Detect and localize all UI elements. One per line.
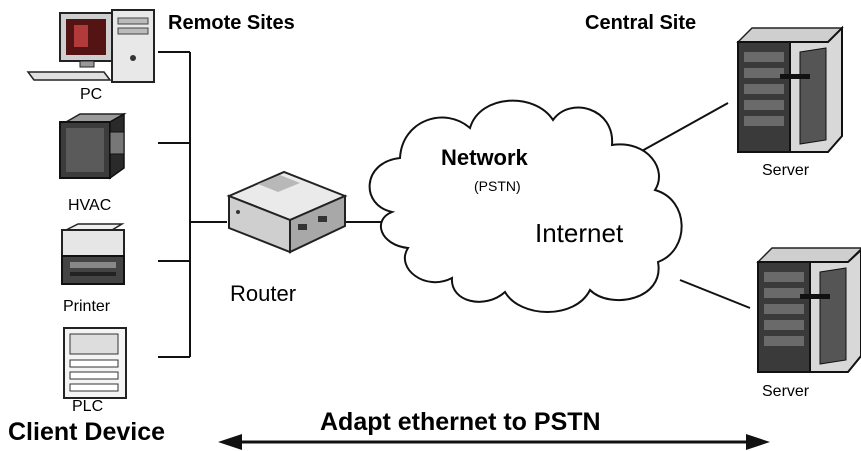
server-icon bbox=[736, 25, 844, 153]
cloud-icon bbox=[368, 99, 683, 313]
adapt-arrow bbox=[218, 434, 770, 450]
connections bbox=[158, 51, 751, 358]
hvac-icon bbox=[59, 112, 127, 180]
plc-icon bbox=[63, 327, 127, 399]
pc-label: PC bbox=[80, 86, 103, 103]
server-label-1: Server bbox=[762, 162, 810, 179]
adapt-heading: Adapt ethernet to PSTN bbox=[320, 408, 601, 436]
router-label: Router bbox=[230, 281, 297, 306]
router-icon bbox=[226, 170, 348, 254]
pstn-label: (PSTN) bbox=[474, 178, 521, 194]
server-label-2: Server bbox=[762, 383, 810, 400]
pc-icon bbox=[26, 9, 155, 83]
cloud-server2-link bbox=[679, 279, 751, 309]
printer-label: Printer bbox=[63, 298, 111, 315]
hvac-label: HVAC bbox=[68, 197, 112, 214]
central-site-heading: Central Site bbox=[585, 12, 697, 34]
internet-label: Internet bbox=[535, 218, 624, 248]
plc-label: PLC bbox=[72, 398, 104, 415]
server-icon bbox=[756, 247, 861, 373]
printer-icon bbox=[61, 223, 125, 285]
remote-sites-heading: Remote Sites bbox=[168, 12, 295, 34]
network-label: Network bbox=[441, 145, 528, 170]
client-device-heading: Client Device bbox=[8, 418, 166, 446]
cloud-server1-link bbox=[639, 102, 729, 153]
